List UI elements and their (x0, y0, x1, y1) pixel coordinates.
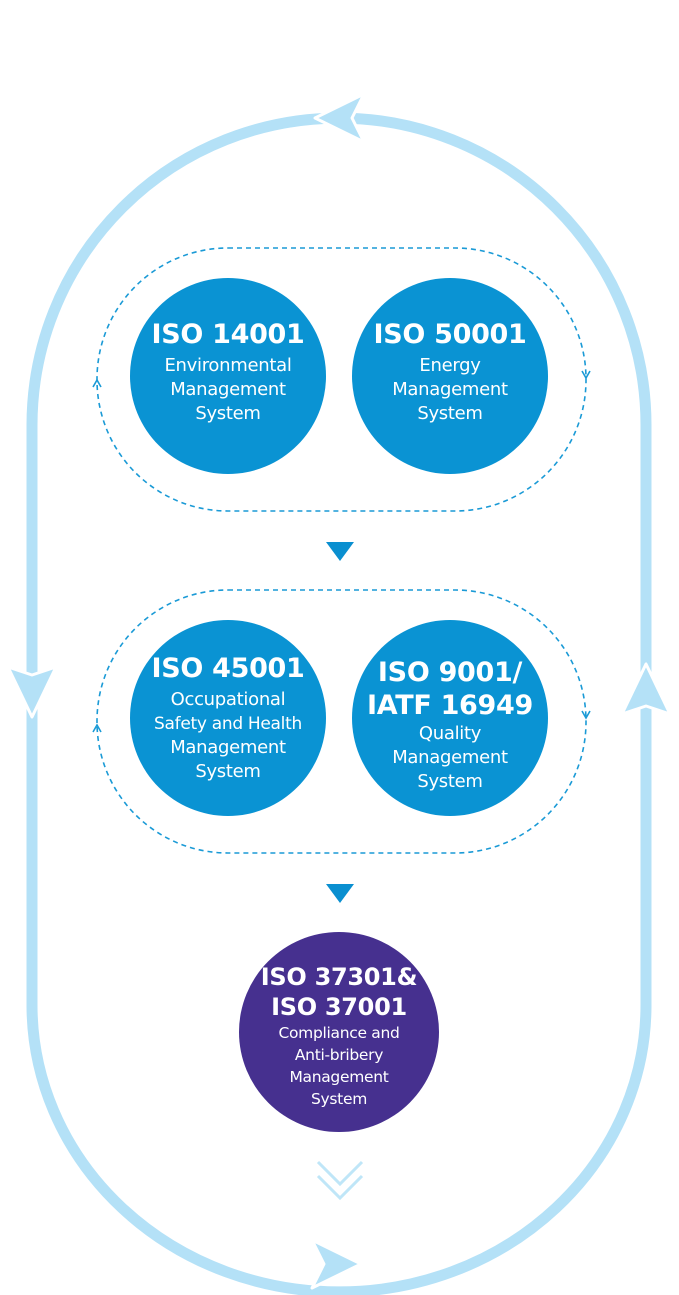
iso-9001-desc-2: Management (392, 747, 508, 768)
iso-14001-circle: ISO 14001 Environmental Management Syste… (130, 278, 326, 474)
down-triangle-1-icon (326, 542, 354, 561)
left-arrow-icon (6, 665, 58, 719)
iso-9001-title-2: IATF 16949 (366, 690, 534, 721)
iso-14001-desc-3: System (195, 403, 261, 424)
dashed-loop-1-arrow-right-icon (581, 370, 591, 380)
bottom-arrow-icon (310, 1238, 363, 1290)
iso-50001-desc-2: Management (392, 379, 508, 400)
iso-45001-desc-2: Safety and Health (154, 714, 302, 734)
iso-45001-desc-1: Occupational (170, 689, 286, 710)
iso-45001-desc-3: Management (170, 737, 286, 758)
iso-9001-circle: ISO 9001/ IATF 16949 Quality Management … (352, 620, 548, 816)
right-arrow-icon (620, 662, 672, 716)
dashed-loop-2-arrow-left-icon (92, 723, 102, 733)
iso-45001-desc-4: System (195, 761, 261, 782)
outer-loop-track (26, 112, 652, 1295)
iso-37301-desc-3: Management (289, 1068, 389, 1086)
iso-9001-title-1: ISO 9001/ (377, 657, 523, 688)
down-triangle-2-icon (326, 884, 354, 903)
iso-37301-title-1: ISO 37301& (260, 963, 418, 991)
iso-37301-desc-1: Compliance and (278, 1024, 400, 1042)
iso-9001-desc-3: System (417, 771, 483, 792)
iso-37301-desc-2: Anti-bribery (294, 1046, 384, 1064)
iso-37301-title-2: ISO 37001 (271, 993, 407, 1021)
iso-50001-desc-1: Energy (419, 355, 481, 376)
iso-50001-desc-3: System (417, 403, 483, 424)
iso-9001-desc-1: Quality (418, 723, 482, 744)
dashed-loop-2 (96, 589, 587, 854)
iso-37301-circle: ISO 37301& ISO 37001 Compliance and Anti… (239, 932, 439, 1132)
iso-45001-circle: ISO 45001 Occupational Safety and Health… (130, 620, 326, 816)
dashed-loop-2-arrow-right-icon (581, 710, 591, 720)
iso-50001-circle: ISO 50001 Energy Management System (352, 278, 548, 474)
iso-45001-title: ISO 45001 (151, 653, 305, 684)
iso-37301-desc-4: System (311, 1090, 367, 1108)
iso-50001-title: ISO 50001 (373, 319, 527, 350)
iso-14001-desc-1: Environmental (164, 355, 292, 376)
top-arrow-icon (313, 92, 366, 144)
double-chevron-down-icon (316, 1160, 364, 1201)
iso-14001-title: ISO 14001 (151, 319, 305, 350)
dashed-loop-1-arrow-left-icon (92, 378, 102, 388)
iso-14001-desc-2: Management (170, 379, 286, 400)
